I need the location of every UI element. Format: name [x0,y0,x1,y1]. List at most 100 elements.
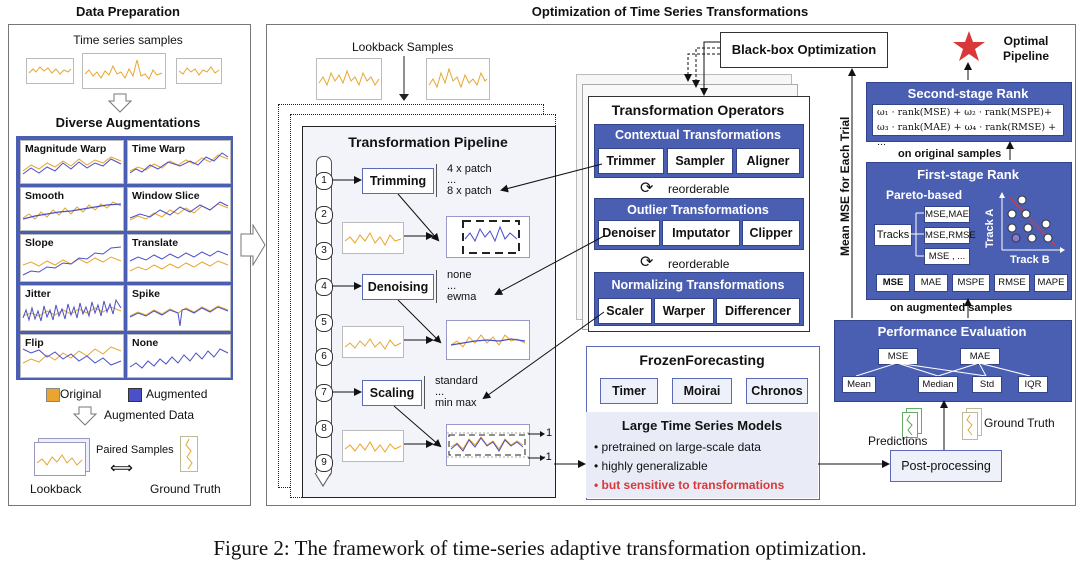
metric-mae: MAE [914,274,948,292]
predictions-icon [902,412,918,438]
right-arrow-icon [240,224,266,266]
tracks-connectors [910,212,924,257]
trimming-box[interactable]: Trimming [362,168,434,194]
op-aligner[interactable]: Aligner [736,148,800,174]
model-moirai[interactable]: Moirai [672,378,732,404]
metric-rmse: RMSE [994,274,1030,292]
ts-samples-label: Time series samples [73,33,183,47]
lookback-sample-2 [426,58,490,100]
ltsm-point-2-text: highly generalizable [601,459,708,473]
sample-2 [82,53,166,89]
lookback-stack [34,442,86,476]
pareto-plot [999,192,1065,253]
op-scaler[interactable]: Scaler [598,298,652,324]
trim-opt-3: 8 x patch [447,185,492,197]
step-6: 6 [315,348,333,366]
aug-label-8: Flip [25,337,44,349]
perf-iqr: IQR [1018,376,1048,393]
step-7: 7 [315,384,333,402]
step-4: 4 [315,278,333,296]
denoise-opt-2: ... [447,280,457,292]
perf-median: Median [918,376,958,393]
aug-cell-6: Jitter [20,285,124,331]
legend-augmented-label: Augmented [146,387,208,401]
optimal-label: Optimal [1003,34,1049,48]
track-item-3: MSE , ... [924,248,970,265]
ltsm-warning: • but sensitive to transformations [594,478,785,492]
tracks-box: Tracks [874,224,912,246]
scale-options: standard ... min max [424,376,478,409]
on-original-label: on original samples [898,148,1002,160]
op-trimmer[interactable]: Trimmer [598,148,664,174]
reorder-icon-1: ⟳ [640,180,654,197]
contextual-title: Contextual Transformations [615,128,781,142]
outlier-title: Outlier Transformations [627,203,769,217]
aug-cell-7: Spike [127,285,231,331]
track-b-label: Track B [1010,254,1050,266]
ops-title: Transformation Operators [611,102,785,118]
pipeline-title: Transformation Pipeline [348,134,508,150]
op-sampler[interactable]: Sampler [667,148,733,174]
on-augmented-label: on augmented samples [890,302,1013,314]
metric-mspe: MSPE [952,274,990,292]
aug-cell-0: Magnitude Warp [20,140,124,184]
op-warper[interactable]: Warper [654,298,714,324]
lookback-label: Lookback [30,482,82,496]
aug-cell-1: Time Warp [127,140,231,184]
metric-mse: MSE [876,274,910,292]
aug-cell-3: Window Slice [127,187,231,231]
op-differencer[interactable]: Differencer [716,298,800,324]
second-rank-title: Second-stage Rank [907,86,1029,101]
perf-mse: MSE [878,348,918,365]
sample-3 [176,58,222,84]
scaling-box[interactable]: Scaling [362,380,422,406]
reorderable-label-1: reorderable [668,182,730,196]
step-2: 2 [315,206,333,224]
scale-opt-3: min max [435,397,477,409]
denoising-box[interactable]: Denoising [362,274,434,300]
trim-options: 4 x patch ... 8 x patch [436,164,492,197]
formula-line-2: ω₃ · rank(MAE) + ω₄ · rank(RMSE) + ... [877,122,1057,148]
aug-cell-2: Smooth [20,187,124,231]
augmented-data-label: Augmented Data [104,408,195,422]
op-denoiser[interactable]: Denoiser [598,220,660,246]
star-icon [953,31,985,61]
scale-opt-1: standard [435,375,478,387]
step-3: 3 [315,242,333,260]
perf-std: Std [972,376,1002,393]
model-timer[interactable]: Timer [600,378,658,404]
thumb-raw-2 [342,326,404,358]
ltsm-title: Large Time Series Models [621,418,783,433]
track-item-2: MSE,RMSE [924,227,976,244]
scale-arrows [528,431,545,461]
ground-truth-label: Ground Truth [150,482,221,496]
thumb-raw-3 [342,430,404,462]
trim-opt-2: ... [447,174,457,186]
optimization-title: Optimization of Time Series Transformati… [531,4,809,19]
optimal-pipeline-label: Optimal Pipeline [996,34,1056,64]
rail-arrow-icon [314,472,332,487]
reorder-icon-2: ⟳ [640,254,654,271]
metric-mape: MAPE [1034,274,1068,292]
model-chronos[interactable]: Chronos [746,378,808,404]
normalizing-title: Normalizing Transformations [611,278,785,292]
step-8: 8 [315,420,333,438]
pipeline-label: Pipeline [1002,49,1049,63]
lookback-samples-label: Lookback Samples [352,40,454,54]
blackbox-box[interactable]: Black-box Optimization [720,32,888,68]
thumb-raw-1 [342,222,404,254]
ltsm-box [586,412,818,498]
figure-caption: Figure 2: The framework of time-series a… [213,536,867,560]
op-imputator[interactable]: Imputator [662,220,740,246]
aug-label-4: Slope [25,237,54,249]
perf-mean: Mean [842,376,876,393]
reorderable-label-2: reorderable [668,257,730,271]
second-rank-formula: ω₁ · rank(MSE) + ω₂ · rank(MSPE)+ ω₃ · r… [872,104,1064,148]
op-clipper[interactable]: Clipper [742,220,800,246]
axis-top-label: 1 [546,427,553,439]
aug-label-6: Jitter [25,288,51,300]
aug-cell-4: Slope [20,234,124,282]
ltsm-point-1-text: pretrained on large-scale data [601,440,761,454]
legend-original-label: Original [60,387,102,401]
post-processing-box[interactable]: Post-processing [890,450,1002,482]
